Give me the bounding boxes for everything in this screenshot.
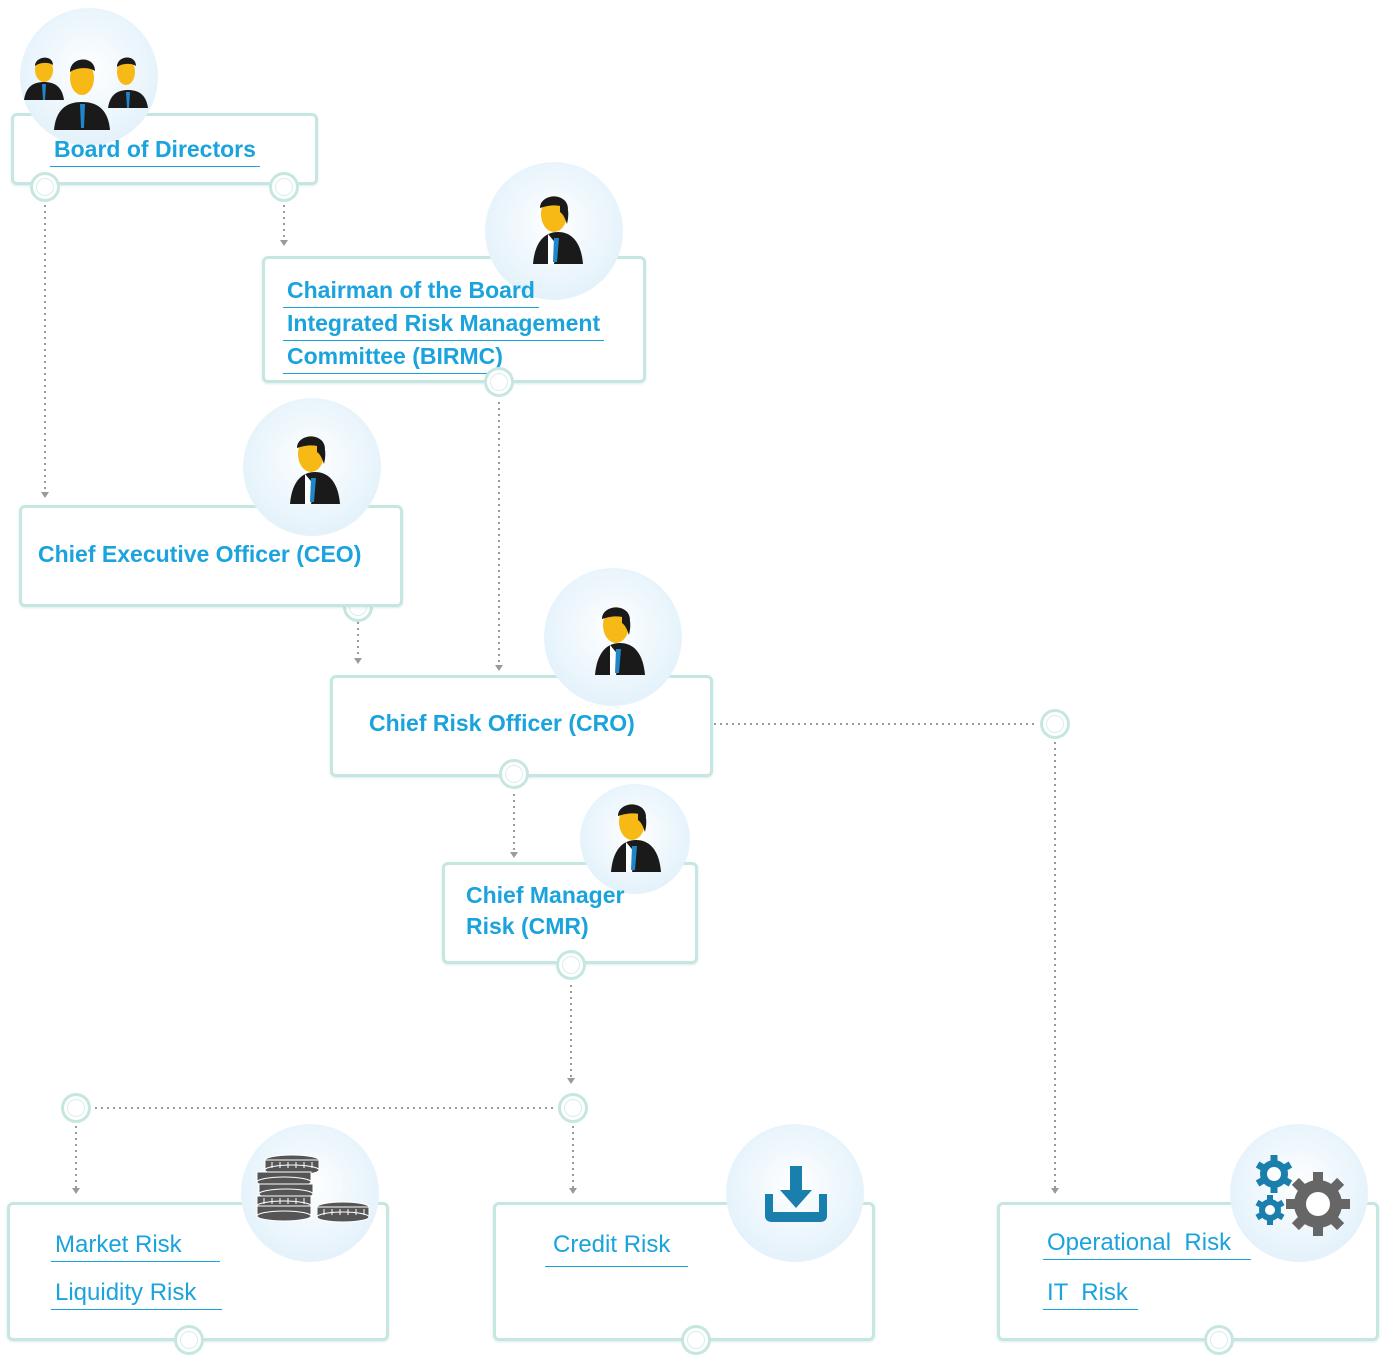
download-tray-icon bbox=[765, 1166, 827, 1222]
board-label-text: Board of Directors bbox=[50, 134, 260, 167]
businessman-icon bbox=[611, 804, 661, 872]
arrowhead bbox=[569, 1188, 577, 1194]
cro-label: Chief Risk Officer (CRO) bbox=[369, 710, 635, 736]
businessman-icon bbox=[290, 436, 340, 504]
arrowhead bbox=[1051, 1188, 1059, 1194]
cmr-label-line-1: Chief Manager bbox=[466, 882, 625, 908]
arrowhead bbox=[41, 492, 49, 498]
operational-risk-label: Operational Risk bbox=[1043, 1227, 1252, 1260]
cmr-label: Chief Manager Risk (CMR) bbox=[466, 880, 624, 942]
cmr-bottom-connector-node bbox=[556, 950, 586, 980]
left-junction-node bbox=[61, 1093, 91, 1123]
arrowhead bbox=[567, 1078, 575, 1084]
it-risk-label: IT Risk bbox=[1043, 1277, 1138, 1310]
arrowhead bbox=[72, 1188, 80, 1194]
chairman-birmc-label: Chairman of the Board Integrated Risk Ma… bbox=[283, 275, 605, 374]
credit-bottom-connector-node bbox=[681, 1325, 711, 1355]
chairman-label-line-2: Integrated Risk Management bbox=[283, 308, 605, 341]
businessman-icon bbox=[533, 196, 583, 264]
chairman-bottom-connector-node bbox=[484, 367, 514, 397]
gears-icon bbox=[1255, 1155, 1350, 1236]
cro-right-junction-node bbox=[1040, 709, 1070, 739]
arrowhead bbox=[495, 665, 503, 671]
center-junction-node bbox=[558, 1093, 588, 1123]
board-of-directors-label: Board of Directors bbox=[50, 134, 260, 167]
board-bottom-right-connector-node bbox=[269, 172, 299, 202]
cmr-label-line-2: Risk (CMR) bbox=[466, 913, 589, 939]
liquidity-risk-text: Liquidity Risk bbox=[51, 1277, 223, 1310]
credit-risk-text: Credit Risk bbox=[545, 1229, 689, 1267]
operational-risk-text: Operational Risk bbox=[1043, 1227, 1252, 1260]
chairman-label-line-1: Chairman of the Board bbox=[283, 275, 539, 308]
group-of-people-icon bbox=[24, 57, 148, 130]
credit-risk-label: Credit Risk bbox=[545, 1229, 689, 1267]
arrowhead bbox=[354, 658, 362, 664]
businessman-icon bbox=[595, 607, 645, 675]
market-risk-text: Market Risk bbox=[51, 1229, 220, 1262]
coin-stacks-icon bbox=[256, 1154, 370, 1223]
arrowhead bbox=[510, 852, 518, 858]
market-risk-label: Market Risk bbox=[51, 1229, 220, 1262]
operational-bottom-connector-node bbox=[1204, 1325, 1234, 1355]
board-bottom-left-connector-node bbox=[30, 172, 60, 202]
it-risk-text: IT Risk bbox=[1043, 1277, 1138, 1310]
ceo-label: Chief Executive Officer (CEO) bbox=[38, 541, 362, 567]
arrowhead bbox=[280, 240, 288, 246]
chairman-label-line-3: Committee (BIRMC) bbox=[283, 341, 507, 374]
market-bottom-connector-node bbox=[174, 1325, 204, 1355]
liquidity-risk-label: Liquidity Risk bbox=[51, 1277, 223, 1310]
cro-bottom-connector-node bbox=[499, 759, 529, 789]
